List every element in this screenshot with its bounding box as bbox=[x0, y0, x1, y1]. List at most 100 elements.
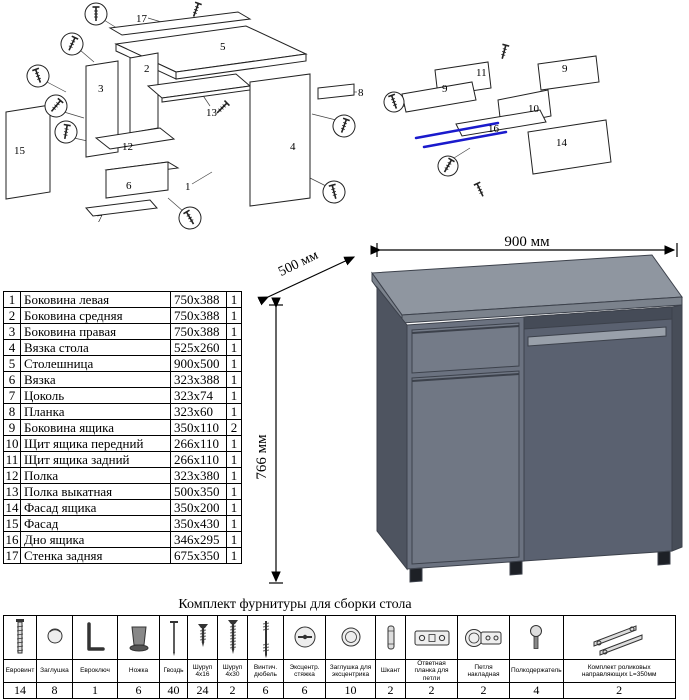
hardware-qty: 24 bbox=[187, 682, 218, 700]
part-shelf-12 bbox=[94, 127, 176, 150]
part-number: 7 bbox=[3, 387, 21, 404]
part-name: Фасад ящика bbox=[20, 499, 171, 516]
hinge-plate-icon bbox=[414, 630, 449, 645]
hardware-table: Евровинт Заглушка Евроключ Ножка Гвоздь … bbox=[3, 615, 676, 700]
part-size: 350x430 bbox=[170, 515, 227, 532]
dimension-lines bbox=[257, 243, 678, 584]
part-qty: 1 bbox=[226, 467, 242, 484]
cam-lock-icon bbox=[294, 626, 315, 647]
part-size: 675x350 bbox=[170, 547, 227, 564]
desk-leg bbox=[509, 560, 523, 576]
furniture-leg-icon bbox=[129, 626, 148, 651]
part-size: 500x350 bbox=[170, 483, 227, 500]
part-size: 266x110 bbox=[170, 451, 227, 468]
part-name: Цоколь bbox=[20, 387, 171, 404]
hardware-qty: 2 bbox=[217, 682, 248, 700]
hardware-qty: 2 bbox=[457, 682, 510, 700]
part-qty: 1 bbox=[226, 355, 242, 372]
part-name: Боковина левая bbox=[20, 291, 171, 308]
roller-guides-icon bbox=[593, 624, 643, 656]
part-drawer-side-9-left bbox=[401, 81, 477, 113]
hardware-name: Винтич. дюбель bbox=[247, 658, 284, 684]
door-handle-groove bbox=[411, 373, 520, 382]
screw-icon bbox=[473, 181, 487, 199]
desk bbox=[371, 254, 683, 583]
part-label: 11 bbox=[476, 67, 487, 79]
hardware-icon-cell bbox=[159, 615, 188, 660]
part-label: 17 bbox=[136, 13, 148, 25]
roller-guides bbox=[414, 121, 508, 149]
part-number: 1 bbox=[3, 291, 21, 308]
hardware-icon-cell bbox=[117, 615, 160, 660]
hardware-qty: 6 bbox=[117, 682, 160, 700]
part-qty: 1 bbox=[226, 323, 242, 340]
roller-guide-rail bbox=[422, 130, 508, 149]
part-size: 323x74 bbox=[170, 387, 227, 404]
desk-leg bbox=[409, 567, 423, 583]
part-back-wall-17 bbox=[108, 11, 252, 36]
keyboard-tray bbox=[527, 326, 667, 347]
dimension-width-label: 900 мм bbox=[504, 235, 550, 250]
part-number: 17 bbox=[3, 547, 21, 564]
part-size: 350x110 bbox=[170, 419, 227, 436]
callout-screw-icon bbox=[53, 119, 78, 144]
hardware-qty: 6 bbox=[247, 682, 284, 700]
door-front bbox=[411, 370, 520, 565]
dimension-arrow-depth bbox=[257, 256, 356, 306]
part-name: Фасад bbox=[20, 515, 171, 532]
part-number: 8 bbox=[3, 403, 21, 420]
part-label: 4 bbox=[290, 141, 296, 153]
hardware-qty: 6 bbox=[283, 682, 326, 700]
part-name: Вязка bbox=[20, 371, 171, 388]
part-number: 13 bbox=[3, 483, 21, 500]
hardware-icon-cell bbox=[509, 615, 564, 660]
part-size: 750x388 bbox=[170, 323, 227, 340]
hardware-name: Заглушка bbox=[36, 658, 73, 684]
part-size: 323x388 bbox=[170, 371, 227, 388]
desk-right-side-panel bbox=[671, 304, 683, 552]
part-number: 10 bbox=[3, 435, 21, 452]
dowel-screw-icon bbox=[262, 620, 269, 658]
leader-lines bbox=[46, 17, 357, 213]
wood-dowel-icon bbox=[387, 625, 394, 649]
part-qty: 1 bbox=[226, 403, 242, 420]
desk-left-side-panel bbox=[376, 285, 408, 571]
part-size: 525x260 bbox=[170, 339, 227, 356]
hardware-name: Гвоздь bbox=[159, 658, 188, 684]
hardware-name: Эксцентр. стяжка bbox=[283, 658, 326, 684]
nail-icon bbox=[169, 620, 178, 656]
hardware-name: Шуруп 4x16 bbox=[187, 658, 218, 684]
hardware-icon-cell bbox=[72, 615, 118, 660]
part-label: 2 bbox=[144, 63, 150, 75]
part-number: 9 bbox=[3, 419, 21, 436]
screw-4x16-icon bbox=[197, 623, 208, 647]
callout-screw-icon bbox=[381, 89, 407, 115]
hardware-qty: 4 bbox=[509, 682, 564, 700]
part-name: Стенка задняя bbox=[20, 547, 171, 564]
assembled-desk-figure: 900 мм 500 мм 766 мм bbox=[254, 235, 683, 584]
hardware-name: Петля накладная bbox=[457, 658, 510, 684]
part-side-left-panel bbox=[249, 73, 311, 207]
hardware-name: Шуруп 4x30 bbox=[217, 658, 248, 684]
part-drawer-facade-14 bbox=[527, 119, 612, 175]
part-size: 266x110 bbox=[170, 435, 227, 452]
hardware-icon-cell bbox=[36, 615, 73, 660]
part-label: 1 bbox=[185, 181, 191, 193]
roller-guide-rail bbox=[414, 121, 500, 140]
callout-screw-icon bbox=[175, 203, 205, 233]
exploded-view-drawer: 11 9 9 10 16 14 bbox=[380, 43, 612, 199]
callout-screw-icon bbox=[330, 112, 358, 140]
